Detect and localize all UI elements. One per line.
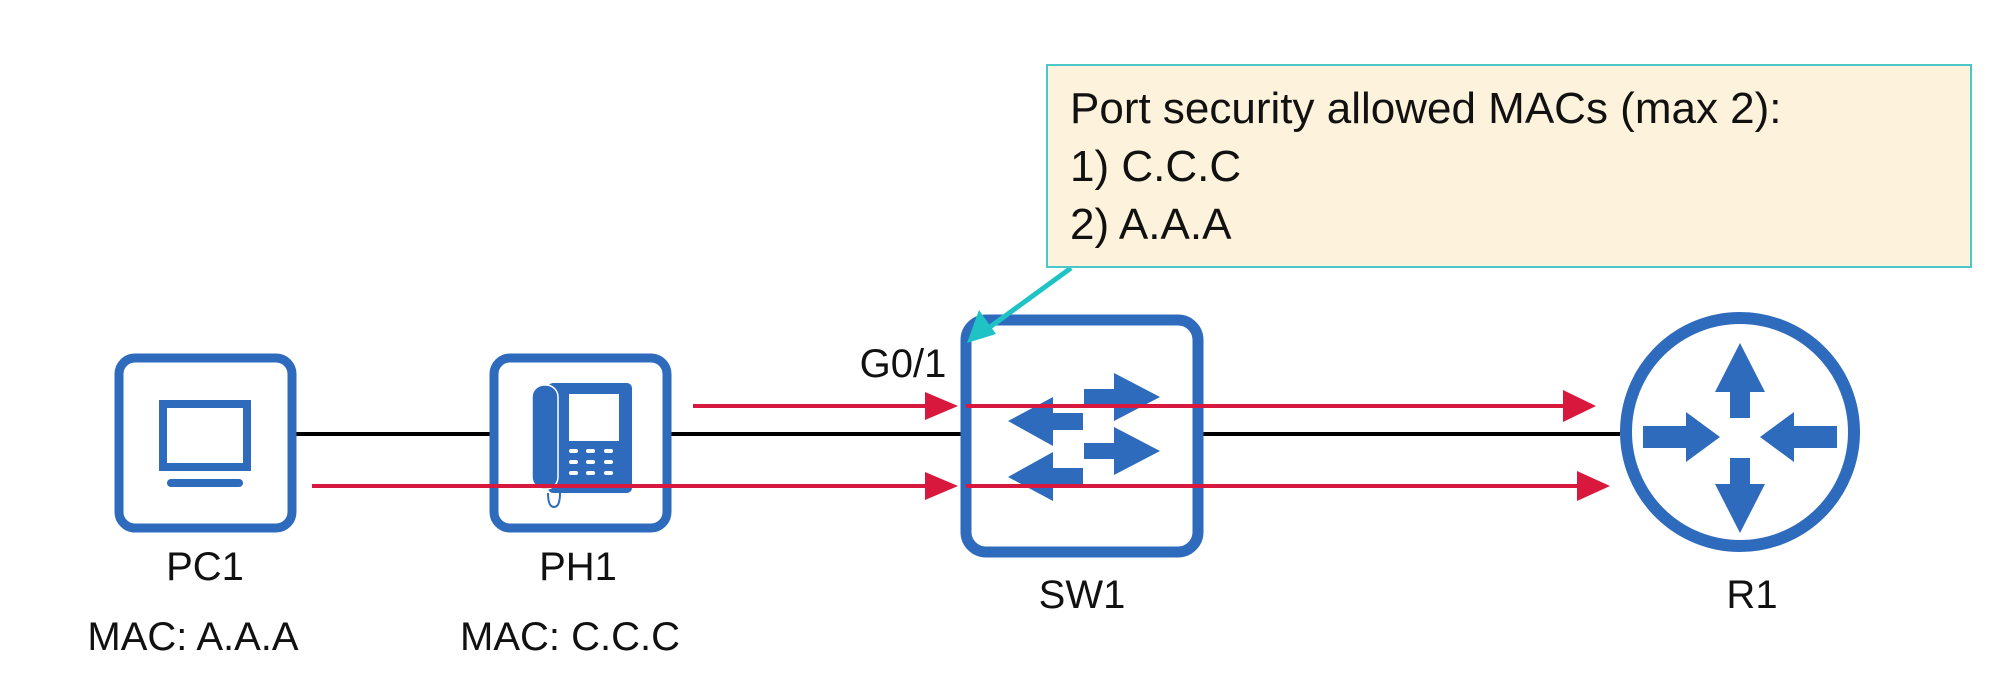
switch-arrows-icon [1008, 373, 1160, 501]
callout-item: 2) A.A.A [1070, 200, 1232, 249]
ph1-mac-label: MAC: C.C.C [460, 615, 680, 659]
router-arrows-icon [1643, 343, 1837, 533]
sw1-device[interactable] [960, 314, 1204, 558]
phone-icon [531, 383, 632, 509]
monitor-icon [159, 400, 251, 487]
port-security-callout: Port security allowed MACs (max 2): 1) C… [1046, 64, 1972, 268]
ph1-name-label: PH1 [539, 545, 617, 589]
traffic-sw1-to-r1-top [966, 390, 1596, 422]
pc1-device[interactable] [114, 353, 297, 533]
callout-title: Port security allowed MACs (max 2): [1070, 84, 1782, 133]
traffic-ph1-to-sw1 [693, 392, 958, 420]
ph1-device[interactable] [489, 353, 672, 533]
sw1-name-label: SW1 [1038, 573, 1126, 617]
interface-label-g0-1: G0/1 [859, 342, 947, 386]
traffic-sw1-to-r1-bottom [966, 471, 1610, 501]
callout-item: 1) C.C.C [1070, 142, 1242, 191]
callout-pointer-arrow [967, 265, 1073, 343]
r1-device[interactable] [1620, 312, 1860, 552]
traffic-pc1-to-sw1 [312, 472, 958, 500]
r1-name-label: R1 [1726, 573, 1778, 617]
pc1-name-label: PC1 [166, 545, 244, 589]
pc1-mac-label: MAC: A.A.A [87, 615, 299, 659]
